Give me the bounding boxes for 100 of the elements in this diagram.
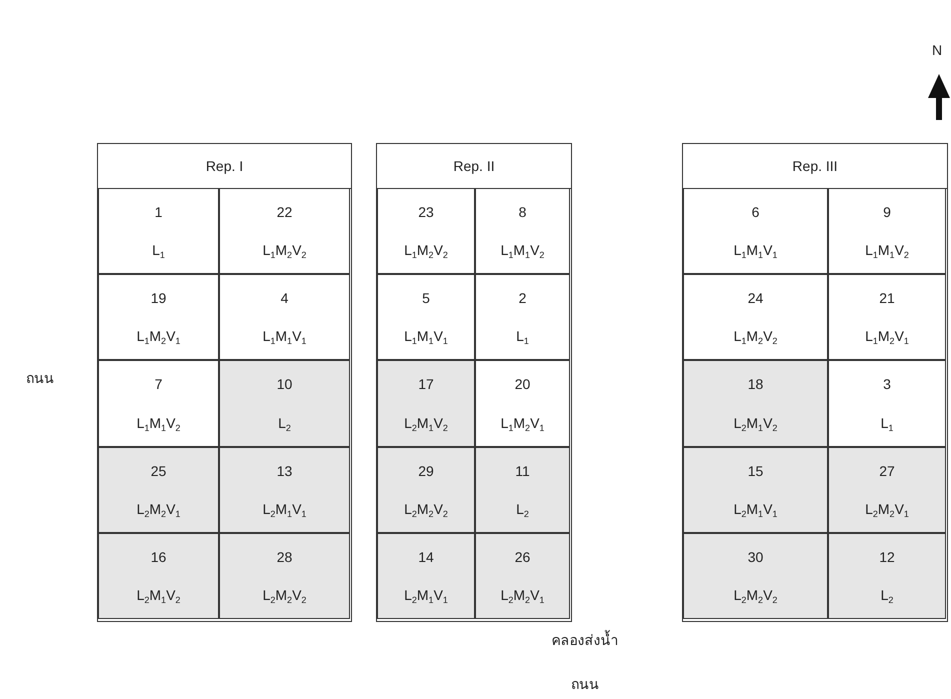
plot-cell (219, 446, 350, 533)
plot-cell (828, 360, 946, 447)
treatment-code: L$_{2}$M$_{2}$V$_{1}$ (136, 500, 180, 517)
plot-cell (475, 188, 570, 274)
plot-number: 1 (154, 204, 162, 220)
treatment-code: L$_{2}$ (880, 586, 894, 603)
plot-number: 14 (418, 548, 434, 565)
plot-cell (828, 446, 946, 533)
treatment-code: L$_{2}$M$_{1}$V$_{1}$ (262, 500, 306, 517)
treatment-code: L$_{2}$M$_{1}$V$_{1}$ (734, 500, 778, 517)
plot-cell (683, 274, 828, 360)
plot-number: 11 (515, 462, 530, 479)
plot-number: 3 (883, 376, 891, 392)
treatment-code: L$_{2}$M$_{2}$V$_{2}$ (734, 586, 778, 603)
plot-number: 28 (276, 548, 292, 565)
treatment-code: L$_{2}$M$_{1}$V$_{2}$ (734, 414, 778, 431)
plot-cell (377, 360, 475, 447)
replication-block (97, 143, 352, 622)
treatment-code: L$_{1}$M$_{1}$V$_{2}$ (136, 414, 180, 431)
plot-number: 22 (276, 204, 292, 220)
treatment-code: L$_{2}$ (278, 414, 291, 431)
plot-cell (98, 188, 219, 274)
plot-cell (219, 188, 350, 274)
plot-cell (828, 188, 946, 274)
plot-cell (377, 188, 475, 274)
treatment-code: L$_{2}$M$_{2}$V$_{1}$ (865, 500, 909, 517)
treatment-code: L$_{1}$ (880, 414, 894, 431)
treatment-code: L$_{1}$M$_{1}$V$_{2}$ (865, 242, 909, 258)
plot-cell (683, 446, 828, 533)
road-label: ถนน (26, 369, 54, 388)
treatment-code: L$_{1}$M$_{2}$V$_{2}$ (404, 242, 448, 258)
plot-number: 29 (418, 462, 434, 479)
plot-cell (219, 532, 350, 619)
plot-number: 27 (879, 462, 895, 479)
replication-block (376, 143, 572, 622)
plot-number: 16 (150, 548, 166, 565)
treatment-code: L$_{1}$M$_{2}$V$_{1}$ (500, 414, 544, 431)
plot-cell (828, 532, 946, 619)
plot-cell (475, 360, 570, 447)
plot-cell (219, 274, 350, 360)
plot-number: 19 (150, 290, 166, 306)
plot-cell (98, 360, 219, 447)
plot-number: 21 (879, 290, 895, 306)
rep-heading: Rep. II (377, 144, 571, 189)
plot-cell (98, 532, 219, 619)
plot-cell (98, 446, 219, 533)
treatment-code: L$_{1}$M$_{2}$V$_{1}$ (136, 328, 180, 344)
plot-number: 17 (418, 376, 434, 392)
plot-number: 9 (883, 204, 891, 220)
rep-heading: Rep. III (683, 144, 947, 189)
plot-number: 8 (518, 204, 526, 220)
plot-number: 30 (748, 548, 764, 565)
plot-number: 13 (276, 462, 292, 479)
treatment-code: L$_{2}$M$_{1}$V$_{2}$ (404, 414, 448, 431)
treatment-code: L$_{2}$ (516, 500, 529, 517)
plot-cell (98, 274, 219, 360)
replication-block (682, 143, 948, 622)
road-label: ถนน (571, 675, 599, 694)
plot-number: 25 (150, 462, 166, 479)
treatment-code: L$_{1}$M$_{1}$V$_{1}$ (262, 328, 306, 344)
plot-cell (377, 532, 475, 619)
plot-cell (377, 274, 475, 360)
plot-number: 2 (518, 290, 526, 306)
north-label: N (932, 42, 942, 58)
treatment-code: L$_{1}$ (516, 328, 529, 344)
plot-cell (475, 446, 570, 533)
plot-number: 5 (422, 290, 430, 306)
treatment-code: L$_{1}$M$_{2}$V$_{2}$ (262, 242, 306, 258)
plot-number: 15 (748, 462, 764, 479)
treatment-code: L$_{2}$M$_{1}$V$_{2}$ (136, 586, 180, 603)
rep-heading: Rep. I (98, 144, 351, 189)
treatment-code: L$_{1}$M$_{1}$V$_{1}$ (734, 242, 778, 258)
treatment-code: L$_{1}$M$_{1}$V$_{2}$ (500, 242, 544, 258)
plot-number: 4 (280, 290, 288, 306)
treatment-code: L$_{2}$M$_{2}$V$_{2}$ (404, 500, 448, 517)
treatment-code: L$_{2}$M$_{2}$V$_{1}$ (500, 586, 544, 603)
treatment-code: L$_{1}$M$_{2}$V$_{1}$ (865, 328, 909, 344)
plot-number: 7 (154, 376, 162, 392)
plot-cell (683, 360, 828, 447)
canal-label: คลองส่งน้ำ (552, 629, 618, 650)
treatment-code: L$_{2}$M$_{1}$V$_{1}$ (404, 586, 448, 603)
plot-number: 12 (879, 548, 895, 565)
treatment-code: L$_{2}$M$_{2}$V$_{2}$ (262, 586, 306, 603)
plot-number: 26 (514, 548, 530, 565)
plot-number: 20 (514, 376, 530, 392)
plot-cell (683, 188, 828, 274)
treatment-code: L$_{1}$ (152, 242, 165, 258)
plot-number: 23 (418, 204, 434, 220)
plot-cell (475, 532, 570, 619)
treatment-code: L$_{1}$M$_{2}$V$_{2}$ (734, 328, 778, 344)
plot-cell (683, 532, 828, 619)
plot-number: 10 (276, 376, 292, 392)
plot-number: 18 (748, 376, 764, 392)
plot-number: 24 (748, 290, 764, 306)
plot-number: 6 (752, 204, 760, 220)
plot-cell (828, 274, 946, 360)
treatment-code: L$_{1}$M$_{1}$V$_{1}$ (404, 328, 448, 344)
plot-cell (219, 360, 350, 447)
plot-cell (475, 274, 570, 360)
plot-cell (377, 446, 475, 533)
